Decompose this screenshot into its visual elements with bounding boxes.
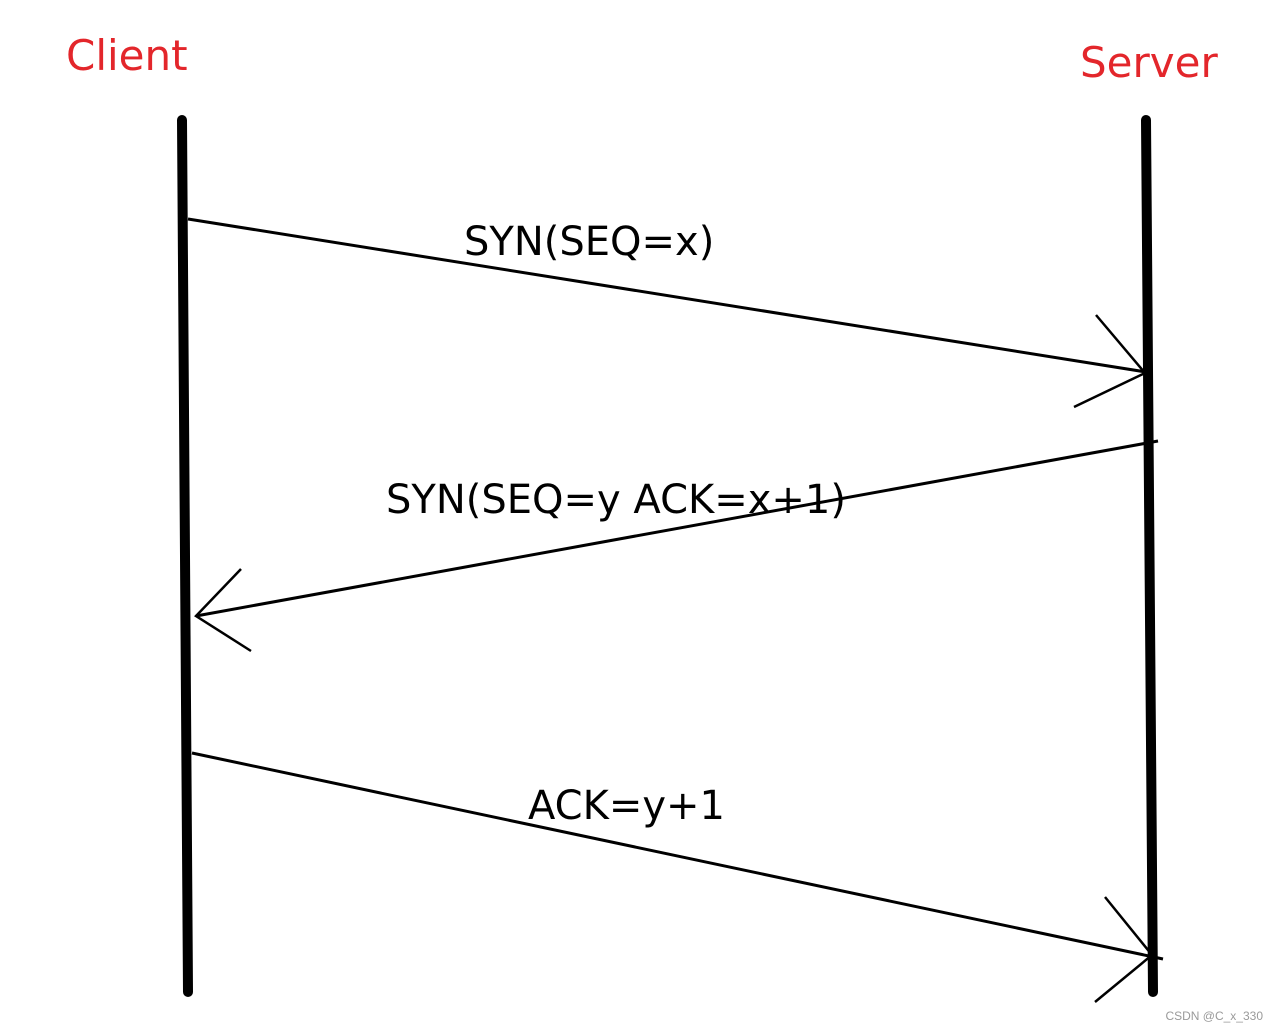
message-ack-arrow-line	[191, 751, 1164, 961]
message-syn-label: SYN(SEQ=x)	[464, 219, 714, 265]
watermark: CSDN @C_x_330	[1165, 1009, 1263, 1023]
message-ack-label: ACK=y+1	[528, 783, 725, 829]
client-label: Client	[66, 31, 188, 80]
message-syn-ack-arrowhead	[194, 568, 252, 653]
message-syn-arrow-line	[187, 217, 1147, 374]
server-lifeline	[1141, 115, 1158, 997]
message-syn-arrowhead	[1073, 314, 1147, 409]
server-label: Server	[1080, 38, 1218, 87]
message-syn: SYN(SEQ=x)	[187, 217, 1147, 409]
message-syn-ack-arrow-line	[195, 439, 1159, 618]
message-syn-ack-label: SYN(SEQ=y ACK=x+1)	[386, 477, 846, 523]
message-syn-ack: SYN(SEQ=y ACK=x+1)	[194, 439, 1159, 653]
message-ack: ACK=y+1	[191, 751, 1164, 1003]
client-lifeline	[177, 115, 193, 997]
message-ack-arrowhead	[1094, 896, 1154, 1003]
